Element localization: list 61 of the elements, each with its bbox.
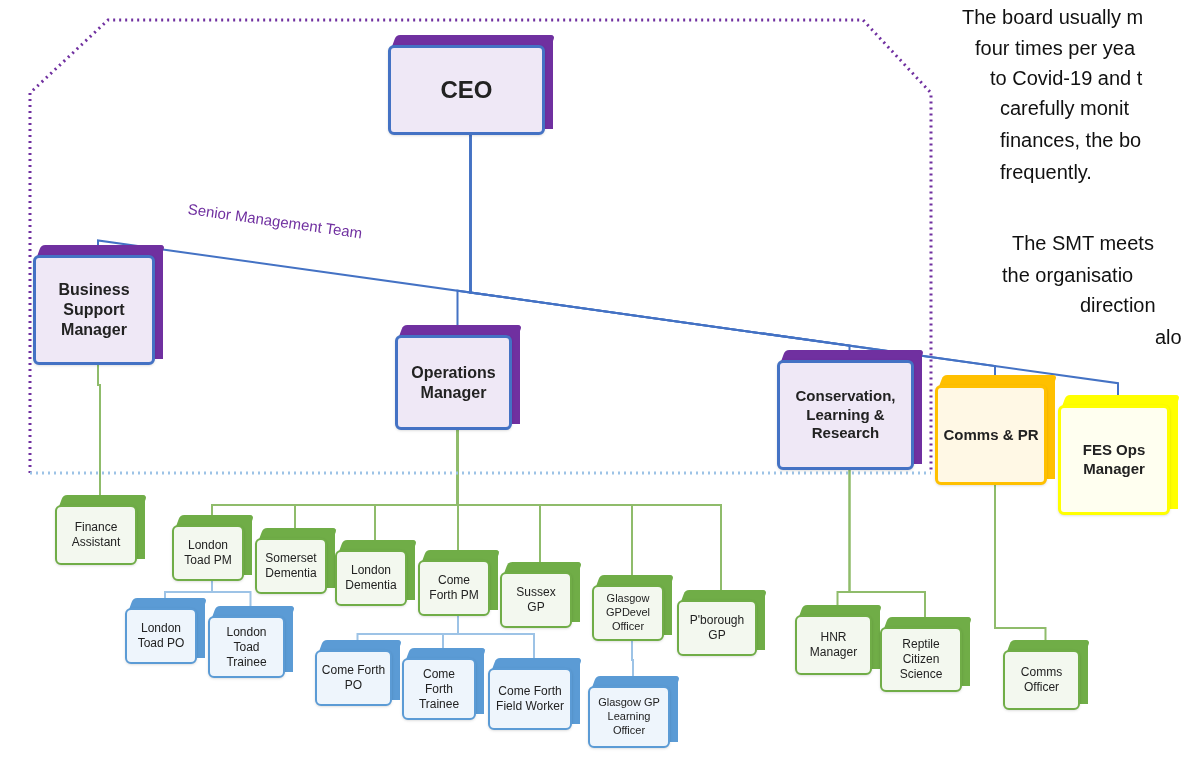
note-text: four times per yea xyxy=(975,36,1136,61)
role-title: Come Forth Trainee xyxy=(417,666,461,712)
role-title: P'borough GP xyxy=(688,613,746,643)
role-box xyxy=(935,375,1055,485)
connector-line xyxy=(97,364,101,496)
connector-line xyxy=(469,134,1119,396)
role-title: London Toad Trainee xyxy=(225,624,268,670)
role-box xyxy=(500,562,580,628)
role-title: Come Forth Field Worker xyxy=(495,684,565,714)
role-title: Come Forth PM xyxy=(428,573,480,603)
role-box xyxy=(315,640,400,706)
connector-line xyxy=(457,615,535,659)
connector-line xyxy=(211,580,252,607)
connector-line xyxy=(994,484,1047,641)
role-title: Comms & PR xyxy=(943,425,1039,445)
group-label: Senior Management Team xyxy=(186,199,364,244)
role-box xyxy=(55,495,145,565)
connector-line xyxy=(631,640,634,677)
role-title: Reptile Citizen Science xyxy=(898,637,944,682)
note-text: to Covid-19 and t xyxy=(990,66,1143,91)
note-text: The SMT meets xyxy=(1012,231,1154,256)
role-title: Glasgow GP Learning Officer xyxy=(597,696,661,738)
note-text: the organisatio xyxy=(1002,263,1134,288)
connector-line xyxy=(848,469,926,618)
role-box xyxy=(395,325,520,430)
role-box xyxy=(1003,640,1088,710)
role-box xyxy=(172,515,252,581)
role-box xyxy=(255,528,335,594)
role-title: Glasgow GPDevel Officer xyxy=(605,592,651,634)
role-title: Come Forth PO xyxy=(321,663,386,693)
role-box xyxy=(335,540,415,606)
role-title: HNR Manager xyxy=(808,630,859,660)
role-title: Comms Officer xyxy=(1019,665,1064,695)
group-outline xyxy=(28,18,933,473)
role-box xyxy=(592,575,672,641)
note-text: carefully monit xyxy=(1000,96,1129,121)
note-text: frequently. xyxy=(1000,160,1092,185)
note-text: finances, the bo xyxy=(1000,128,1142,153)
role-title: London Toad PM xyxy=(183,538,233,568)
role-box xyxy=(402,648,484,720)
note-text: The board usually m xyxy=(962,5,1144,30)
role-title: Sussex GP xyxy=(515,585,557,615)
role-box xyxy=(418,550,498,616)
role-box xyxy=(588,676,678,748)
role-title: Conservation, Learning & Research xyxy=(794,386,897,444)
role-title: FES Ops Manager xyxy=(1081,441,1147,479)
role-box xyxy=(125,598,205,664)
note-text: direction xyxy=(1080,293,1156,318)
role-title: Business Support Manager xyxy=(57,280,131,340)
role-title: Operations Manager xyxy=(410,362,497,403)
role-title: London Dementia xyxy=(344,563,398,593)
role-title: London Toad PO xyxy=(136,621,186,651)
note-text: alo xyxy=(1155,325,1182,350)
role-title: Somerset Dementia xyxy=(264,551,318,581)
role-box xyxy=(677,590,765,656)
role-box xyxy=(795,605,880,675)
role-box xyxy=(880,617,970,692)
role-box xyxy=(488,658,580,730)
role-title: Finance Assistant xyxy=(70,520,122,550)
role-title: CEO xyxy=(440,75,493,105)
role-box xyxy=(208,606,293,678)
